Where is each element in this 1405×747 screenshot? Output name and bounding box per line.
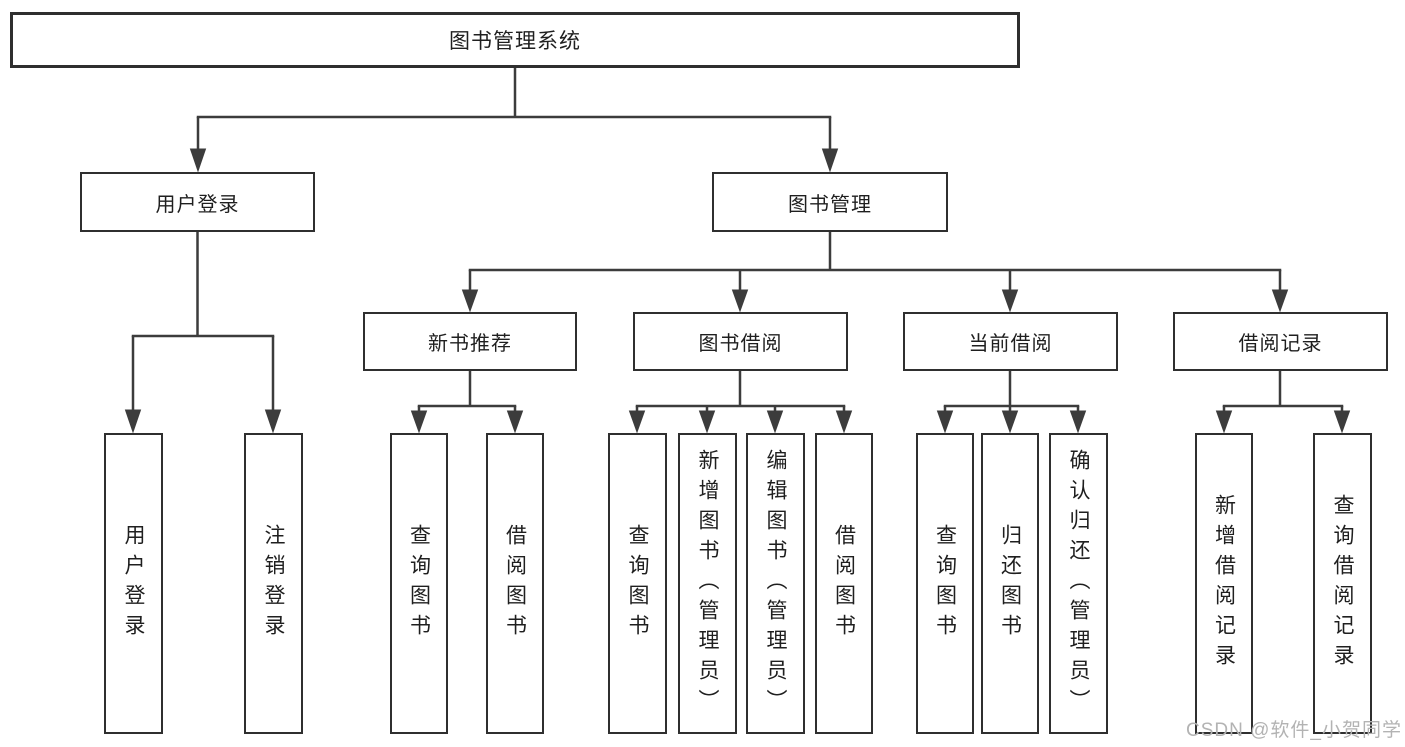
node-borrowing-records: 借阅记录 — [1173, 312, 1388, 371]
node-library-system: 图书管理系统 — [10, 12, 1020, 68]
leaf-edit-books-admin: 编辑图书（管理员） — [746, 433, 805, 734]
leaf-add-books-admin: 新增图书（管理员） — [678, 433, 737, 734]
leaf-query-books-recommend: 查询图书 — [390, 433, 448, 734]
node-book-borrowing: 图书借阅 — [633, 312, 848, 371]
leaf-confirm-return-admin: 确认归还（管理员） — [1049, 433, 1108, 734]
leaf-query-books-borrowing: 查询图书 — [608, 433, 667, 734]
leaf-add-borrow-record: 新增借阅记录 — [1195, 433, 1253, 734]
node-current-borrowing: 当前借阅 — [903, 312, 1118, 371]
csdn-watermark: CSDN @软件_小贺同学 — [1186, 720, 1402, 741]
node-user-login: 用户登录 — [80, 172, 315, 232]
leaf-borrow-books-recommend: 借阅图书 — [486, 433, 544, 734]
leaf-logout-login: 注销登录 — [244, 433, 303, 734]
leaf-user-login: 用户登录 — [104, 433, 163, 734]
node-book-management: 图书管理 — [712, 172, 948, 232]
node-new-book-recommend: 新书推荐 — [363, 312, 577, 371]
leaf-query-books-current: 查询图书 — [916, 433, 974, 734]
leaf-borrow-books-borrowing: 借阅图书 — [815, 433, 873, 734]
leaf-return-books: 归还图书 — [981, 433, 1039, 734]
leaf-query-borrow-record: 查询借阅记录 — [1313, 433, 1372, 734]
